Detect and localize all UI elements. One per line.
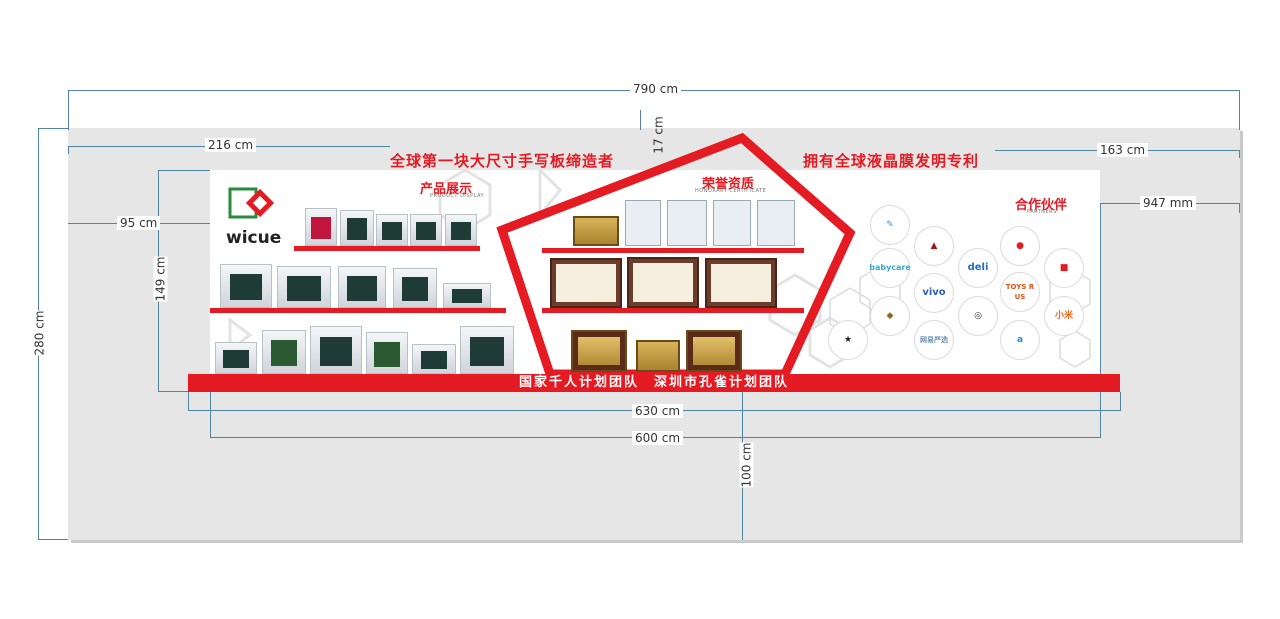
product-box bbox=[262, 330, 306, 374]
honors-subtitle: HONORARY CERTIFICATE bbox=[695, 188, 767, 194]
product-shelf-top bbox=[294, 246, 480, 251]
partner-logo: ● bbox=[1000, 226, 1040, 266]
honors-title: 荣誉资质 bbox=[702, 177, 755, 192]
certificate-document bbox=[625, 200, 661, 246]
partner-logo: ✎ bbox=[870, 205, 910, 245]
product-box bbox=[445, 214, 477, 246]
partner-logo: ◎ bbox=[958, 296, 998, 336]
dim-total-width: 790 cm bbox=[630, 82, 682, 96]
product-box bbox=[220, 264, 272, 308]
dim-total-height: 280 cm bbox=[32, 310, 47, 356]
wicue-logo-icon bbox=[228, 187, 288, 223]
product-box bbox=[410, 214, 442, 246]
partner-logo-yanxuan: 网易严选 bbox=[914, 320, 954, 360]
product-box bbox=[412, 344, 456, 374]
partner-logo: ★ bbox=[828, 320, 868, 360]
partner-logo-toysrus: TOYS R US bbox=[1000, 272, 1040, 312]
brand-name: wicue bbox=[226, 228, 282, 248]
certificate-document bbox=[757, 200, 795, 246]
partner-logo-vivo: vivo bbox=[914, 273, 954, 313]
partner-logo-xiaomi: 小米 bbox=[1044, 296, 1084, 336]
partner-logo-babycare: babycare bbox=[869, 248, 911, 288]
product-box bbox=[340, 210, 374, 246]
partner-logo: ▲ bbox=[914, 226, 954, 266]
dim-left-section: 216 cm bbox=[205, 138, 257, 152]
product-box bbox=[215, 342, 257, 374]
partner-logo-deli: deli bbox=[958, 248, 998, 288]
product-box bbox=[338, 266, 386, 308]
dim-left-offset: 95 cm bbox=[117, 216, 161, 230]
product-box bbox=[443, 283, 491, 308]
framed-certificate bbox=[705, 258, 777, 308]
dim-panel-width: 600 cm bbox=[632, 431, 684, 445]
product-box bbox=[310, 326, 362, 374]
honor-plaque bbox=[686, 330, 742, 372]
partners-subtitle: PARTNERS bbox=[1027, 209, 1057, 215]
product-shelf-middle bbox=[210, 308, 506, 313]
honor-plaque bbox=[573, 216, 619, 246]
dim-right-section: 163 cm bbox=[1097, 143, 1149, 157]
honors-shelf-top bbox=[542, 248, 804, 253]
partners-title: 合作伙伴 bbox=[1015, 198, 1068, 213]
certificate-document bbox=[667, 200, 707, 246]
partner-logo: a bbox=[1000, 320, 1040, 360]
framed-certificate bbox=[550, 258, 622, 308]
dim-right-height: 947 mm bbox=[1140, 196, 1197, 210]
dim-panel-height: 149 cm bbox=[153, 256, 168, 302]
product-box bbox=[460, 326, 514, 374]
dim-floor-height: 100 cm bbox=[739, 442, 754, 488]
dim-base-width: 630 cm bbox=[632, 404, 684, 418]
products-title: 产品展示 bbox=[420, 182, 473, 197]
product-box bbox=[305, 208, 337, 246]
product-box bbox=[376, 214, 408, 246]
bottom-banner: 国家千人计划团队 深圳市孔雀计划团队 bbox=[188, 374, 1120, 392]
product-box bbox=[277, 266, 331, 308]
headline-left: 全球第一块大尺寸手写板缔造者 bbox=[390, 152, 615, 170]
honor-plaque bbox=[636, 340, 680, 372]
framed-certificate bbox=[627, 257, 699, 308]
headline-right: 拥有全球液晶膜发明专利 bbox=[803, 152, 980, 170]
product-box bbox=[393, 268, 437, 308]
honors-shelf-middle bbox=[542, 308, 804, 313]
honor-plaque bbox=[571, 330, 627, 372]
products-subtitle: PRODUCT DISPLAY bbox=[430, 193, 485, 199]
product-box bbox=[366, 332, 408, 374]
partner-logo: ■ bbox=[1044, 248, 1084, 288]
partner-logo: ◆ bbox=[870, 296, 910, 336]
certificate-document bbox=[713, 200, 751, 246]
